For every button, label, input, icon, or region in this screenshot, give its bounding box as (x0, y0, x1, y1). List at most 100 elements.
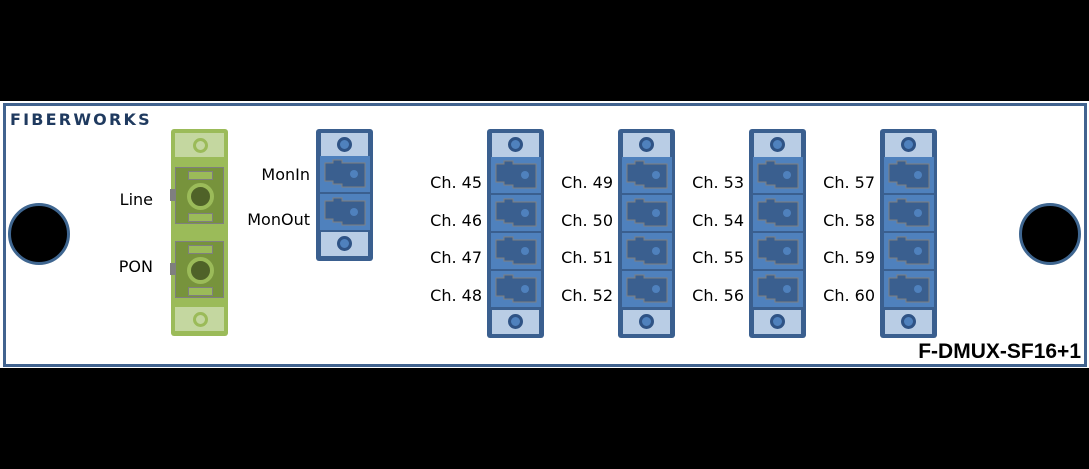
module-cap-top (321, 133, 368, 157)
channel-label: Ch. 60 (823, 285, 875, 305)
lc-connector-icon (888, 160, 930, 189)
channel-port[interactable] (622, 271, 672, 307)
port-label-monin: MonIn (261, 165, 310, 184)
lc-connector-icon (888, 274, 930, 303)
port-lip (170, 189, 175, 201)
channel-port[interactable] (622, 233, 672, 269)
port-pon[interactable] (170, 241, 224, 298)
module-cap-bottom (175, 307, 224, 331)
channel-port[interactable] (491, 157, 541, 193)
module-cap-top (623, 133, 670, 157)
channel-label: Ch. 50 (561, 210, 613, 230)
latch-tab (188, 245, 213, 254)
port-lip (170, 263, 175, 275)
mount-hole-right (1019, 203, 1081, 265)
port-label-monout: MonOut (247, 210, 310, 229)
port-monin[interactable] (320, 156, 370, 192)
channel-label: Ch. 58 (823, 210, 875, 230)
module-cap-bottom (885, 310, 932, 334)
screw-icon (639, 137, 654, 152)
latch-tab (188, 287, 213, 296)
port-line[interactable] (170, 167, 224, 224)
latch-tab (188, 213, 213, 222)
port-monout[interactable] (320, 194, 370, 230)
channel-label: Ch. 47 (430, 248, 482, 267)
lc-connector-icon (888, 198, 930, 227)
channel-port[interactable] (753, 271, 803, 307)
channel-port[interactable] (491, 195, 541, 231)
screw-icon (770, 314, 785, 329)
channel-port[interactable] (884, 271, 934, 307)
module-cap-bottom (492, 310, 539, 334)
model-number: F-DMUX-SF16+1 (918, 340, 1081, 363)
lc-connector-icon (626, 236, 668, 265)
screw-icon (901, 314, 916, 329)
channel-module (487, 129, 544, 338)
brand-logo: FIBERWORKS (10, 110, 152, 129)
latch-tab (188, 171, 213, 180)
lc-connector-icon (757, 236, 799, 265)
port-label-pon: PON (118, 257, 153, 276)
channel-label: Ch. 57 (823, 173, 875, 192)
channel-module (749, 129, 806, 338)
channel-label: Ch. 51 (561, 248, 613, 267)
lc-connector-icon (757, 160, 799, 189)
channel-port[interactable] (491, 271, 541, 307)
channel-port[interactable] (622, 195, 672, 231)
ferrule-icon (187, 257, 214, 284)
module-cap-top (754, 133, 801, 157)
lc-connector-icon (757, 198, 799, 227)
screw-icon (770, 137, 785, 152)
channel-label: Ch. 46 (430, 210, 482, 230)
channel-module (618, 129, 675, 338)
module-cap-top (492, 133, 539, 157)
module-cap-bottom (754, 310, 801, 334)
module-cap-bottom (321, 232, 368, 256)
channel-label: Ch. 56 (692, 285, 744, 305)
channel-label: Ch. 59 (823, 248, 875, 267)
screw-icon (193, 138, 208, 153)
channel-label: Ch. 45 (430, 173, 482, 192)
channel-port[interactable] (884, 195, 934, 231)
channel-label: Ch. 55 (692, 248, 744, 267)
module-cap-top (885, 133, 932, 157)
channel-port[interactable] (884, 233, 934, 269)
lc-connector-icon (324, 197, 366, 226)
screw-icon (337, 236, 352, 251)
channel-port[interactable] (622, 157, 672, 193)
module-cap-top (175, 133, 224, 157)
lc-connector-icon (495, 274, 537, 303)
channel-label: Ch. 52 (561, 285, 613, 305)
ferrule-icon (187, 183, 214, 210)
channel-port[interactable] (753, 233, 803, 269)
lc-connector-icon (495, 198, 537, 227)
screw-icon (193, 312, 208, 327)
screw-icon (508, 137, 523, 152)
lc-connector-icon (626, 274, 668, 303)
lc-connector-icon (324, 159, 366, 188)
channel-label: Ch. 49 (561, 173, 613, 192)
lc-connector-icon (626, 160, 668, 189)
common-module (170, 129, 228, 336)
channel-label: Ch. 54 (692, 210, 744, 230)
lc-connector-icon (495, 236, 537, 265)
screw-icon (639, 314, 654, 329)
port-label-line: Line (119, 190, 153, 209)
channel-label: Ch. 48 (430, 285, 482, 305)
lc-connector-icon (888, 236, 930, 265)
channel-label: Ch. 53 (692, 173, 744, 192)
lc-connector-icon (495, 160, 537, 189)
screw-icon (337, 137, 352, 152)
monitor-module (316, 129, 373, 261)
channel-port[interactable] (753, 195, 803, 231)
module-cap-bottom (623, 310, 670, 334)
lc-connector-icon (626, 198, 668, 227)
mount-hole-left (8, 203, 70, 265)
channel-port[interactable] (884, 157, 934, 193)
screw-icon (508, 314, 523, 329)
screw-icon (901, 137, 916, 152)
lc-connector-icon (757, 274, 799, 303)
channel-port[interactable] (491, 233, 541, 269)
channel-port[interactable] (753, 157, 803, 193)
channel-module (880, 129, 937, 338)
